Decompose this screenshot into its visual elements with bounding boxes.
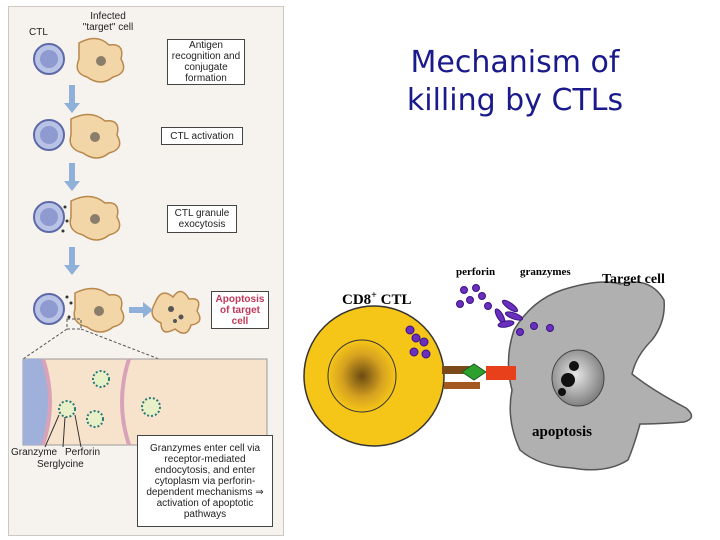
left-figure-panel: CTL Infected "target" cell Antigen recog…: [8, 6, 284, 536]
ctl-nucleus: [327, 339, 397, 413]
ctl-cell-row2: [33, 119, 65, 151]
target-cell-row2: [69, 113, 121, 159]
perforin-label: Perforin: [65, 447, 101, 458]
ctl-cell-row3: [33, 201, 69, 233]
apoptotic-cell: [151, 290, 201, 334]
granzyme-label: Granzyme: [11, 447, 58, 458]
mhc-red: [486, 366, 516, 380]
perforin-label: perforin: [456, 266, 496, 278]
zoom-lines: [22, 318, 160, 360]
ctl-killing-diagram: [303, 281, 693, 471]
left-figure-graphics: [22, 37, 268, 448]
ctl-cell-row1: [33, 43, 65, 75]
flow-arrows: [64, 85, 153, 318]
inset-caption: Granzymes enter cell via receptor-mediat…: [137, 435, 273, 527]
target-cell-row4: [73, 287, 125, 333]
serglycine-label: Serglycine: [37, 459, 84, 470]
ctl-label: CTL: [29, 27, 48, 38]
granzyme-granules: [494, 299, 554, 336]
perforin-granules: [456, 284, 492, 310]
ctl-cell-row4: [33, 293, 73, 325]
target-nucleus: [551, 349, 605, 407]
ctl-label-suffix: CTL: [376, 292, 412, 308]
inset-detail: [22, 358, 268, 448]
target-cell-row3: [69, 195, 121, 241]
target-cell-row1: [76, 37, 125, 83]
ctl-label-sup: +: [371, 290, 377, 301]
ctl-granules: [405, 325, 431, 359]
apoptosis-label: apoptosis: [532, 424, 593, 440]
target-cell-label: Target cell: [602, 272, 665, 287]
ctl-label-main: CD8: [342, 292, 372, 308]
tcr-receptor: [442, 366, 470, 374]
step-ctl-activation: CTL activation: [161, 127, 243, 145]
ctl-cell-label: CD8+ CTL: [342, 290, 411, 309]
step-apoptosis: Apoptosis of target cell: [211, 291, 269, 329]
infected-cell-label: Infected "target" cell: [82, 11, 134, 33]
granzymes-label: granzymes: [520, 266, 571, 278]
step-antigen-recognition: Antigen recognition and conjugate format…: [167, 39, 245, 85]
slide-title: Mechanism of killing by CTLs: [406, 45, 624, 118]
step-granule-exocytosis: CTL granule exocytosis: [167, 205, 237, 233]
